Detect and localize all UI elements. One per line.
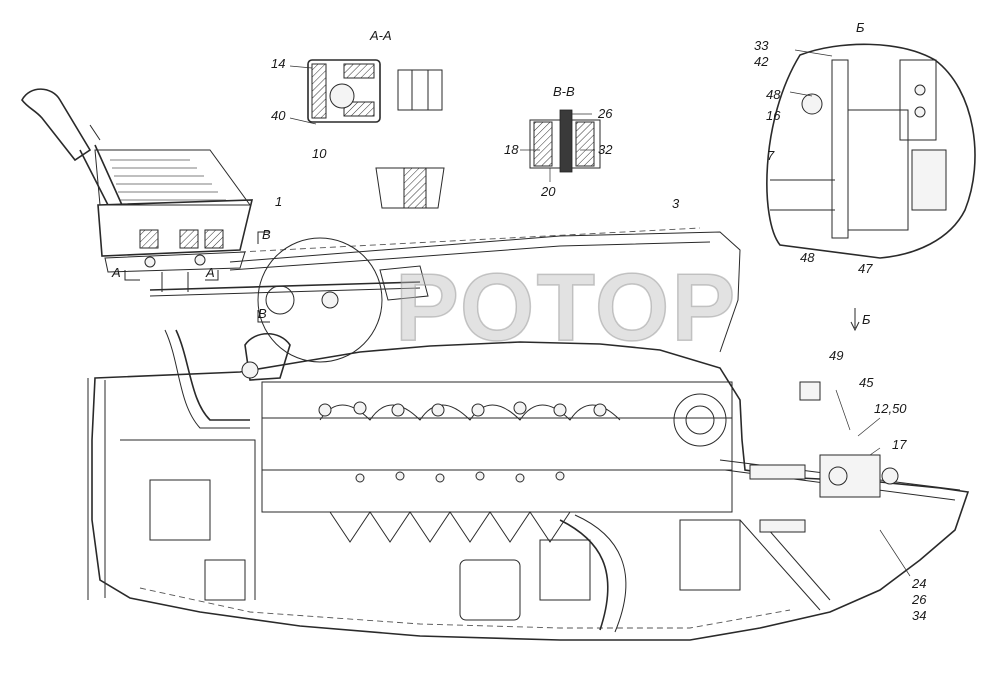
head-bolts (318, 401, 607, 483)
section-b-arrow: Б (850, 308, 871, 332)
callout-18: 18 (504, 142, 519, 157)
right-leaders (799, 381, 911, 577)
section-b-arrow-label: Б (862, 312, 871, 327)
callout-26-bottom: 26 (911, 592, 927, 607)
callout-1: 1 (275, 194, 282, 209)
callout-12-50: 12,50 (874, 401, 907, 416)
detail-a-a: А-А (289, 28, 445, 209)
section-a-right-label: А (205, 265, 215, 280)
callout-20: 20 (540, 184, 556, 199)
callout-7: 7 (767, 148, 775, 163)
callout-26: 26 (597, 106, 613, 121)
section-v-marker: В В (241, 227, 383, 381)
detail-v-v: В-В (520, 84, 601, 182)
section-a-left-label: А (111, 265, 121, 280)
callout-3: 3 (672, 196, 680, 211)
callout-33: 33 (754, 38, 769, 53)
callout-48-top: 48 (766, 87, 781, 102)
callout-45: 45 (859, 375, 874, 390)
callout-48-bottom: 48 (800, 250, 815, 265)
section-aa-title: А-А (369, 28, 392, 43)
section-a-marker: А А (111, 265, 219, 281)
callout-10: 10 (312, 146, 327, 161)
engine-block (87, 227, 970, 641)
callout-49: 49 (829, 348, 843, 363)
section-v-bottom-label: В (258, 306, 267, 321)
gear-lever-assembly (21, 88, 254, 292)
section-vv-title: В-В (553, 84, 575, 99)
callout-16: 16 (766, 108, 781, 123)
callout-47: 47 (858, 261, 873, 276)
section-v-top-label: В (262, 227, 271, 242)
callout-40: 40 (271, 108, 286, 123)
callout-32: 32 (598, 142, 613, 157)
callout-42: 42 (754, 54, 769, 69)
detail-b: Б (766, 20, 976, 259)
watermark-text: РОТОР (395, 254, 737, 361)
callout-14: 14 (271, 56, 285, 71)
callout-17: 17 (892, 437, 907, 452)
callouts: 14 40 10 26 18 32 20 1 3 33 42 48 16 7 4… (271, 38, 927, 623)
callout-34: 34 (912, 608, 926, 623)
callout-24: 24 (911, 576, 926, 591)
section-b-title: Б (856, 20, 865, 35)
